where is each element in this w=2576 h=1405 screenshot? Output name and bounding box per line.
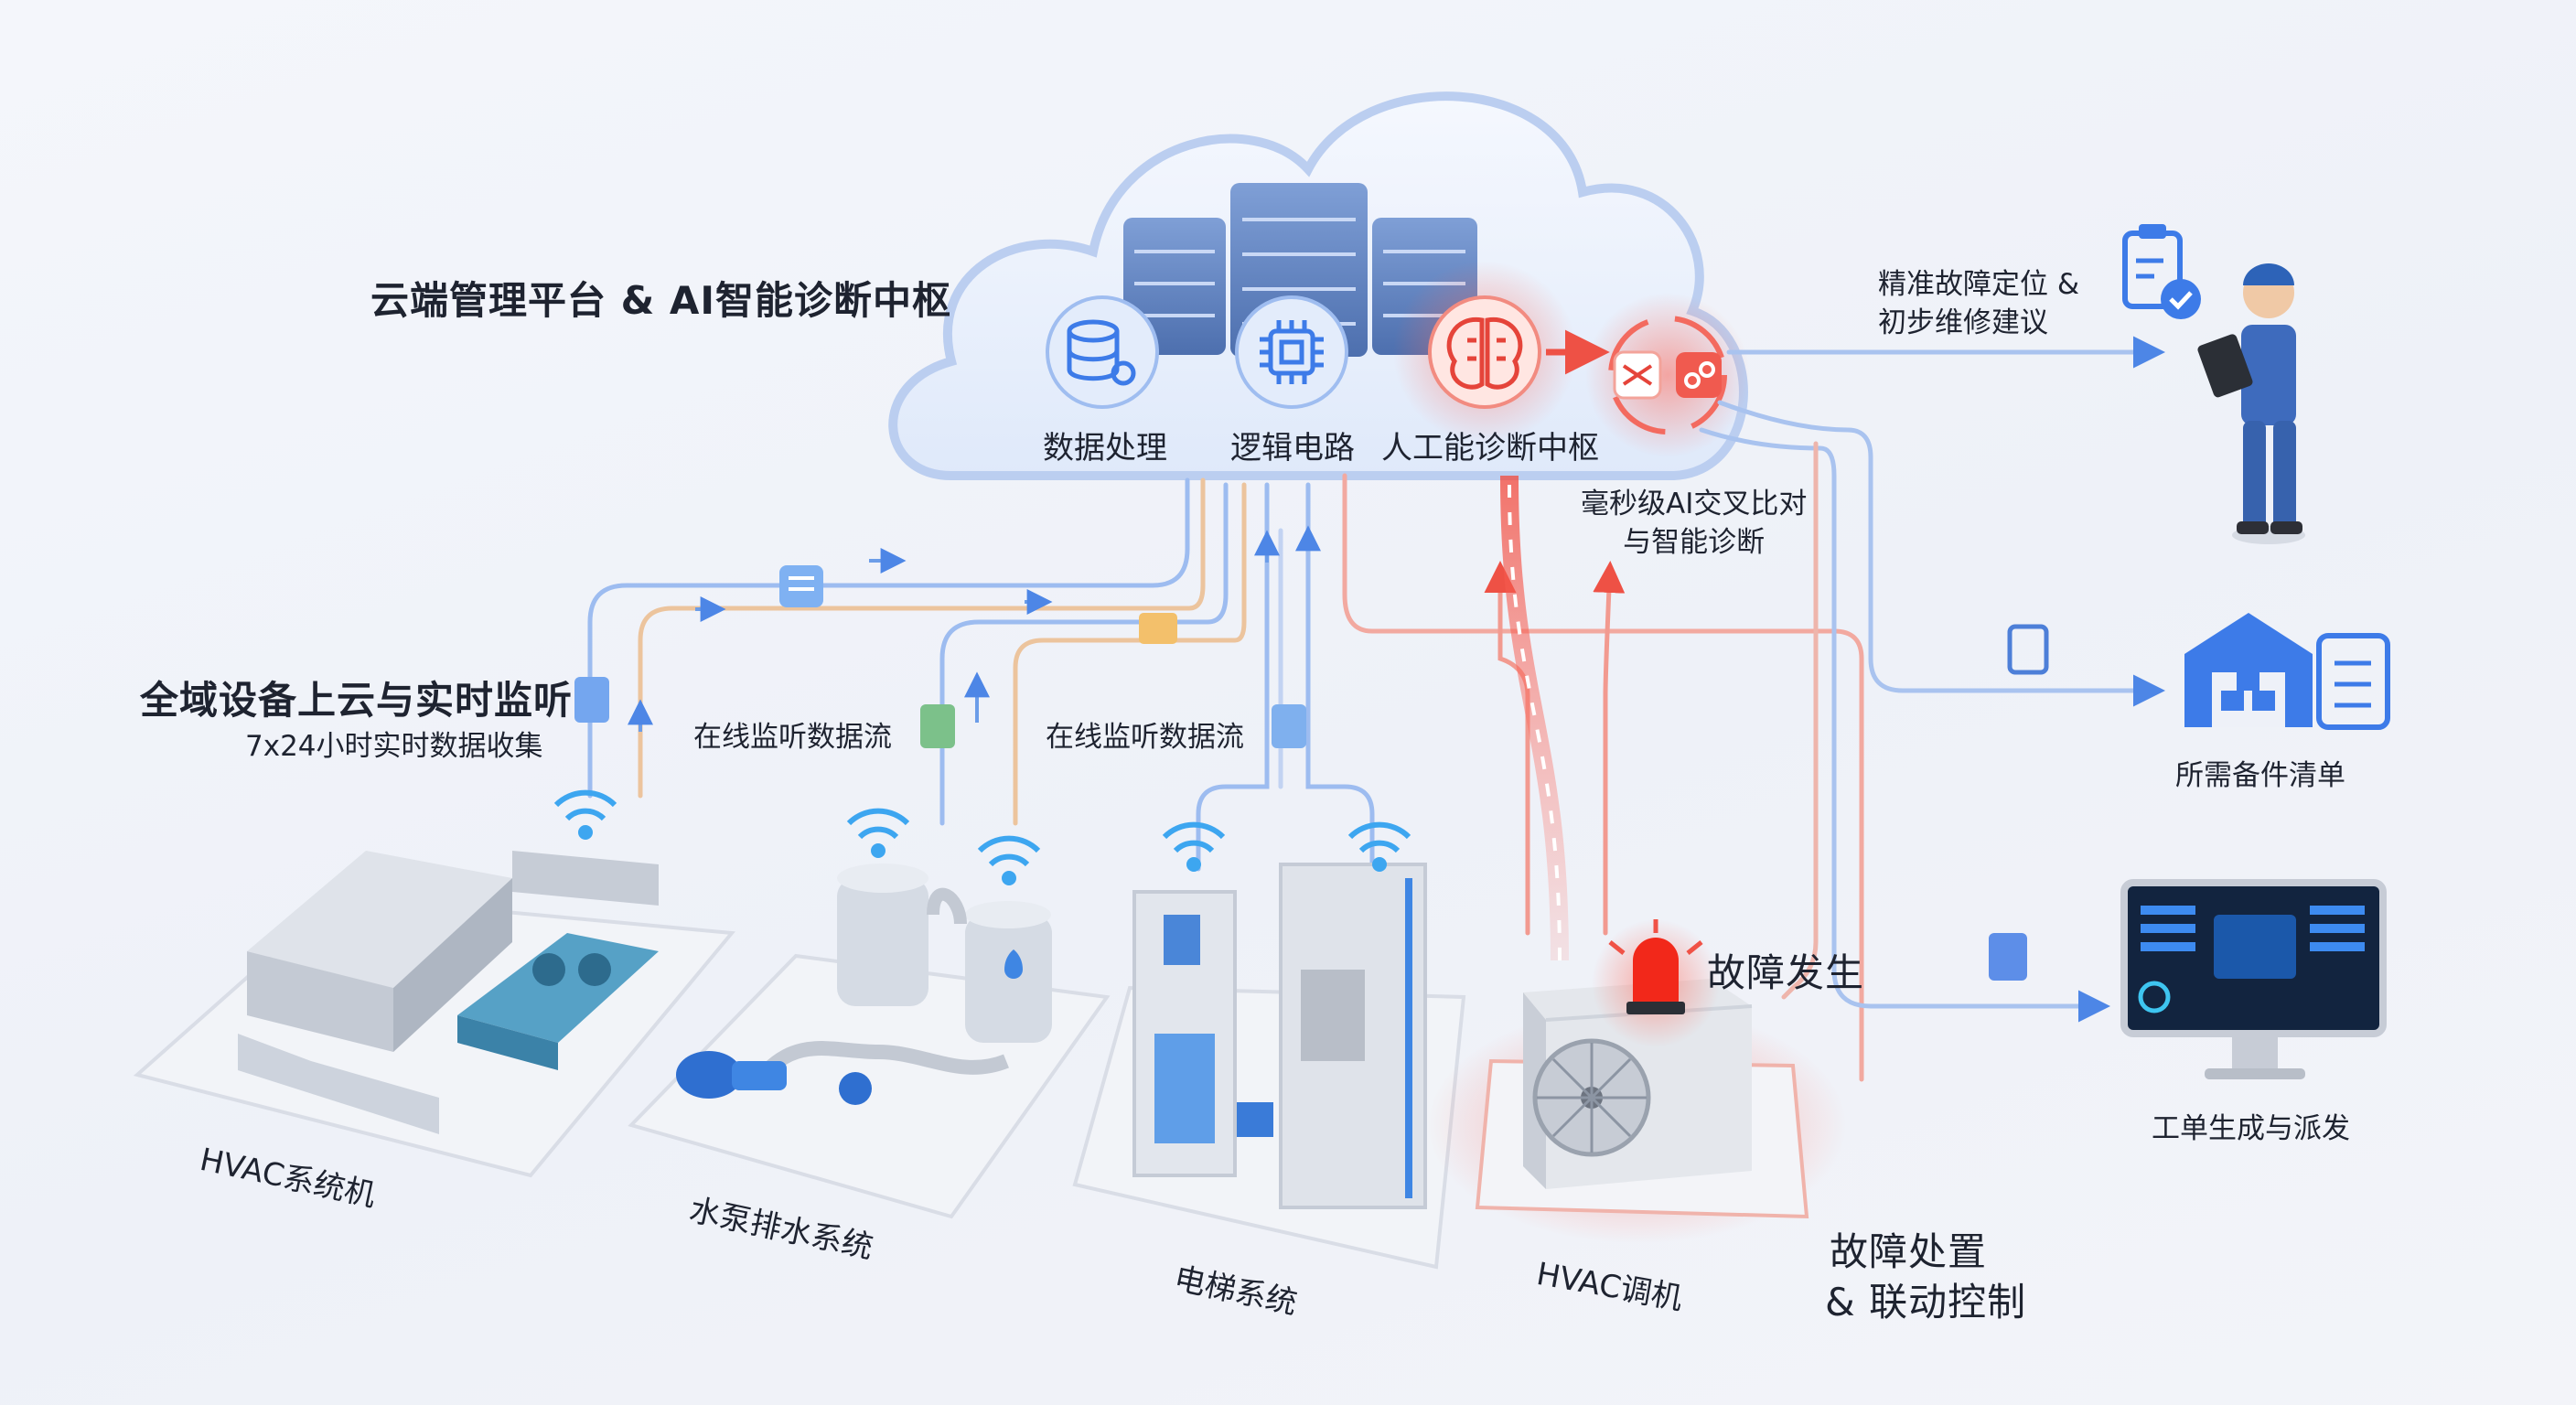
warehouse-icon [2184, 613, 2390, 730]
folder-icon [1139, 613, 1177, 644]
logic-circuit-module [1235, 295, 1348, 409]
output-fault-location-label: 精准故障定位 & 初步维修建议 [1878, 268, 2080, 339]
module-label-ai-diagnosis: 人工能诊断中枢 [1381, 430, 1599, 467]
clipboard-check-icon [2122, 224, 2201, 319]
cloud-title: 云端管理平台 & AI智能诊断中枢 [370, 278, 952, 323]
water-pump-platform [628, 808, 1111, 1219]
hvac-unit-icon [238, 851, 659, 1134]
water-pump-icon [676, 863, 1052, 1105]
hvac-system-platform [133, 789, 735, 1178]
stream-label-right: 在线监听数据流 [1046, 721, 1244, 754]
output-work-order-label: 工单生成与派发 [2152, 1112, 2350, 1145]
hvac-ac-platform [1427, 919, 1848, 1244]
shuffle-compare-icon [1622, 364, 1653, 386]
monitoring-subtitle: 7x24小时实时数据收集 [245, 730, 543, 763]
technician-with-tablet-icon [2197, 263, 2305, 544]
ai-diagnosis-module [1393, 261, 1576, 444]
elevator-icon [1132, 863, 1427, 1209]
module-label-data-processing: 数据处理 [1043, 430, 1167, 467]
cross-compare-label: 毫秒级AI交叉比对 与智能诊断 [1581, 488, 1808, 559]
chip-icon [1260, 320, 1324, 384]
brain-icon [1446, 317, 1523, 390]
flow-arrow-icon [628, 525, 1321, 732]
data-processing-module [1046, 295, 1159, 409]
cloud-platform [888, 91, 1750, 480]
monitor-dashboard-icon [2120, 879, 2387, 1079]
database-gear-icon [1067, 319, 1136, 386]
cross-compare-engine [1585, 293, 1750, 457]
monitoring-title: 全域设备上云与实时监听 [140, 678, 574, 723]
elevator-platform [1072, 821, 1466, 1270]
alarm-beacon-icon [1592, 919, 1720, 1047]
data-packet-icon [779, 565, 823, 607]
fault-occurred-label: 故障发生 [1707, 950, 1865, 995]
ac-outdoor-unit-icon [1523, 979, 1753, 1189]
fault-handling-line2: & 联动控制 [1825, 1280, 2027, 1325]
document-icon [574, 624, 2049, 981]
wifi-icon [1162, 821, 1411, 872]
fault-handling-line1: 故障处置 [1830, 1229, 1988, 1274]
wifi-icon [846, 808, 1041, 885]
wifi-icon [553, 789, 617, 840]
fault-signal-beam [1500, 476, 1569, 961]
stream-label-left: 在线监听数据流 [693, 721, 892, 754]
output-parts-list-label: 所需备件清单 [2175, 759, 2345, 792]
module-label-logic-circuit: 逻辑电路 [1230, 430, 1355, 467]
